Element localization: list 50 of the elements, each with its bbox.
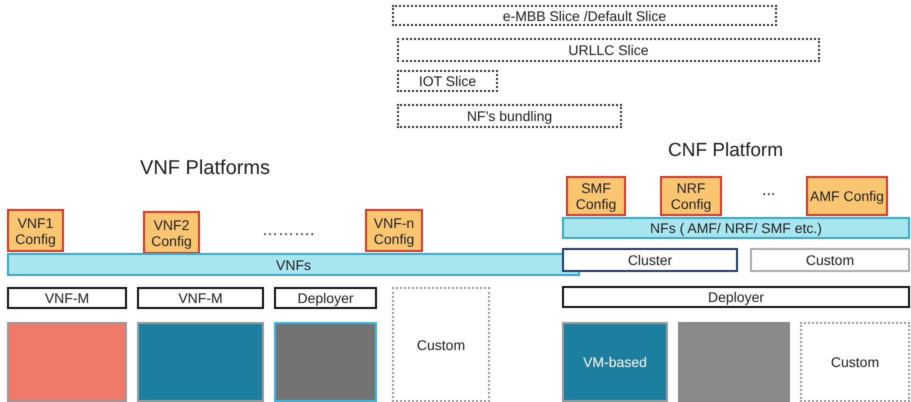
- node-label: VNF2 Config: [150, 216, 193, 248]
- config-box: [7, 209, 64, 252]
- ellipsis: ...: [762, 182, 776, 200]
- node-label: Custom: [830, 354, 880, 370]
- platform-block: [678, 322, 790, 402]
- node-label: VNF-n Config: [372, 214, 416, 246]
- platform-block: [7, 322, 127, 402]
- slice-box: [397, 38, 820, 62]
- node-label: NFs ( AMF/ NRF/ SMF etc.): [650, 220, 822, 236]
- node-label: SMF Config: [574, 180, 618, 212]
- node-label: AMF Config: [810, 188, 884, 204]
- layer-box: [562, 286, 910, 308]
- layer-box: [274, 287, 377, 309]
- layer-box: [750, 248, 910, 272]
- config-box: [806, 176, 888, 216]
- platform-block: [137, 322, 264, 402]
- custom-box: [392, 287, 490, 402]
- ellipsis: ……….: [262, 222, 314, 240]
- platform-block: [562, 322, 668, 402]
- node-label: e-MBB Slice /Default Slice: [502, 8, 666, 24]
- config-box: [143, 211, 200, 254]
- node-label: Custom: [416, 336, 466, 352]
- custom-box: [800, 322, 910, 402]
- config-box: [660, 176, 722, 216]
- section-heading: CNF Platform: [668, 140, 784, 162]
- layer-box: [137, 287, 264, 309]
- node-label: Custom: [806, 252, 854, 268]
- node-label: VM-based: [583, 354, 647, 370]
- node-label: Cluster: [628, 252, 672, 268]
- node-label: URLLC Slice: [568, 42, 649, 58]
- node-label: VNF1 Config: [14, 214, 57, 246]
- config-box: [365, 209, 423, 252]
- node-label: VNFs: [276, 256, 311, 272]
- layer-box: [562, 248, 738, 272]
- slice-box: [397, 104, 622, 128]
- node-label: Deployer: [708, 289, 764, 305]
- slice-box: [392, 5, 777, 26]
- node-label: IOT Slice: [418, 73, 476, 89]
- slice-box: [397, 70, 498, 92]
- layer-box: [7, 287, 127, 309]
- platform-block: [274, 322, 377, 402]
- node-label: NRF Config: [670, 180, 712, 212]
- node-label: VNF-M: [44, 290, 90, 306]
- section-heading: VNF Platforms: [140, 157, 270, 180]
- node-label: VNF-M: [178, 290, 223, 306]
- node-label: NF’s bundling: [466, 108, 552, 124]
- nf-bar: [7, 253, 580, 276]
- config-box: [566, 176, 626, 216]
- node-label: Deployer: [297, 290, 354, 306]
- nf-bar: [562, 217, 910, 239]
